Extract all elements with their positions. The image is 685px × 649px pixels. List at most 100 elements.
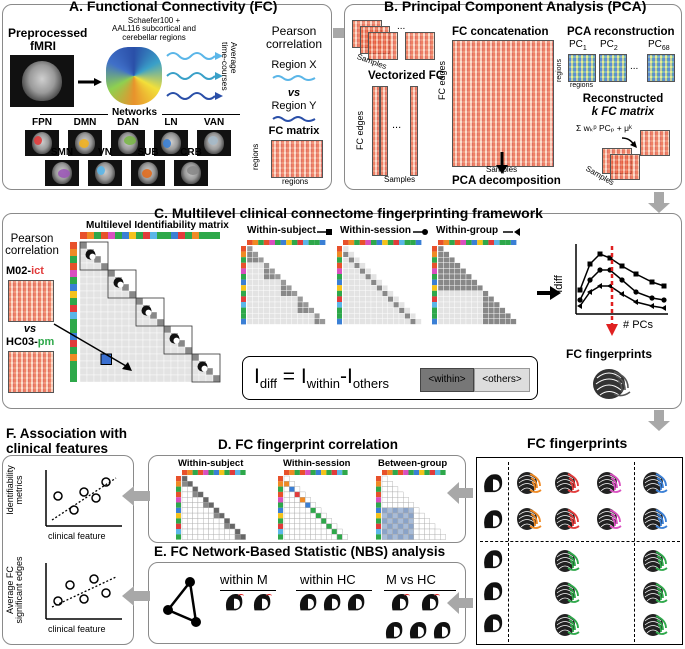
mini-matrix-cell xyxy=(437,285,444,292)
d-matrix-cell xyxy=(181,481,188,487)
mini-matrix-cell xyxy=(286,296,293,303)
mini-matrix-cell xyxy=(437,268,444,275)
d-colorbar-left-cell xyxy=(278,481,283,487)
mini-matrix-cell xyxy=(354,285,361,292)
d-matrix-cell xyxy=(181,512,188,519)
mini-matrix-cell xyxy=(252,312,259,319)
fingerprint-subject-head xyxy=(484,550,503,569)
pc1-label: PC1 xyxy=(569,39,587,52)
mini-matrix-cell xyxy=(449,318,456,325)
d-matrix-cell xyxy=(315,534,322,540)
mini-matrix-cell xyxy=(376,301,383,308)
d-matrix-cell xyxy=(197,497,204,503)
d-matrix-cell xyxy=(299,497,306,503)
d-matrix-cell xyxy=(408,518,415,524)
mini-matrix-cell xyxy=(365,307,372,314)
mini-matrix-cell xyxy=(365,273,372,280)
mini-matrix-cell xyxy=(286,285,293,292)
d-matrix-cell xyxy=(203,507,209,514)
mini-matrix-cell xyxy=(443,290,450,297)
d-matrix-cell xyxy=(283,528,290,535)
d-colorbar-left-cell xyxy=(176,513,181,519)
d-matrix-cell xyxy=(208,523,215,530)
ident-matrix-cell xyxy=(79,276,88,285)
d-colorbar-top-cell xyxy=(203,470,209,475)
mini-matrix-cell xyxy=(393,301,400,308)
d-matrix-cell xyxy=(408,512,415,519)
ident-colorbar-left-cell xyxy=(70,298,77,305)
d-matrix-cell xyxy=(320,534,327,540)
d-matrix-cell xyxy=(413,523,420,530)
ident-matrix-cell xyxy=(135,360,144,369)
mini-matrix-cell xyxy=(297,301,304,308)
mini-colorbar-top-cell xyxy=(354,240,360,245)
d-matrix-cell xyxy=(381,502,388,509)
d-matrix-cell xyxy=(192,534,199,540)
d-matrix-cell xyxy=(218,518,225,524)
hc03-label: HC03-pm xyxy=(6,336,55,348)
d-colorbar-top-cell xyxy=(424,470,430,475)
mini-matrix-cell xyxy=(504,312,511,319)
ident-matrix-cell xyxy=(79,283,88,292)
mini-matrix-cell xyxy=(499,318,506,325)
mini-colorbar-top-cell xyxy=(415,240,422,245)
mini-matrix-cell xyxy=(252,268,259,275)
mini-colorbar-left-cell xyxy=(432,307,437,314)
mini-matrix-cell xyxy=(482,318,489,325)
fingerprint-icon xyxy=(643,550,668,572)
mini-matrix-cell xyxy=(493,307,500,314)
d-matrix-cell xyxy=(418,512,425,519)
d-matrix-cell xyxy=(336,534,343,540)
mini-matrix-cell xyxy=(280,312,287,319)
mini-matrix-cell xyxy=(365,268,372,275)
mini-matrix-cell xyxy=(443,251,450,258)
d-matrix-cell xyxy=(192,486,199,493)
mini-matrix-cell xyxy=(342,257,349,264)
ident-matrix-cell xyxy=(163,353,172,362)
d-matrix-cell xyxy=(203,512,209,519)
d-matrix-cell xyxy=(218,512,225,519)
mini-matrix-cell xyxy=(342,245,349,252)
mini-colorbar-top-cell xyxy=(376,240,383,245)
fingerprint-icon xyxy=(555,614,580,636)
d-colorbar-top-cell xyxy=(299,470,306,475)
mini-matrix-cell xyxy=(263,285,270,292)
ident-matrix-cell xyxy=(205,374,214,383)
d-matrix-cell xyxy=(305,528,311,535)
d-matrix-cell xyxy=(381,512,388,519)
mini-colorbar-left-cell xyxy=(241,296,246,302)
ident-matrix-cell xyxy=(191,374,200,383)
ident-matrix-cell xyxy=(149,360,158,369)
d-matrix-cell xyxy=(187,497,193,503)
mini-matrix-cell xyxy=(454,296,461,303)
ident-colorbar-top-cell xyxy=(143,232,150,239)
mini-colorbar-top-cell xyxy=(303,240,309,245)
ident-matrix-cell xyxy=(142,374,151,383)
ident-matrix-cell xyxy=(93,269,102,278)
d-matrix-cell xyxy=(218,528,225,535)
d-matrix-cell xyxy=(387,486,393,493)
d-matrix-cell xyxy=(424,528,430,535)
mini-matrix-cell xyxy=(291,318,298,325)
mini-matrix-cell xyxy=(365,285,372,292)
d-matrix-cell xyxy=(305,518,311,524)
mini-matrix-cell xyxy=(370,307,377,314)
mini-matrix-cell xyxy=(258,285,265,292)
d-matrix-cell xyxy=(283,491,290,498)
mini-matrix-cell xyxy=(382,301,389,308)
mini-matrix-cell xyxy=(348,318,355,325)
mini-matrix-cell xyxy=(465,285,472,292)
d-matrix-cell xyxy=(187,481,193,487)
mini-matrix-cell xyxy=(258,301,265,308)
ident-matrix-cell xyxy=(163,325,172,334)
mini-matrix-cell xyxy=(443,296,450,303)
d-colorbar-left-cell xyxy=(376,497,381,503)
ident-matrix-cell xyxy=(156,360,165,369)
mini-matrix-cell xyxy=(348,285,355,292)
mini-matrix-cell xyxy=(387,307,394,314)
mini-matrix-cell xyxy=(263,296,270,303)
ident-matrix-cell xyxy=(135,318,144,327)
mini-matrix-cell xyxy=(382,296,389,303)
mini-matrix-cell xyxy=(449,285,456,292)
within-group-label: Within-group xyxy=(436,225,499,236)
